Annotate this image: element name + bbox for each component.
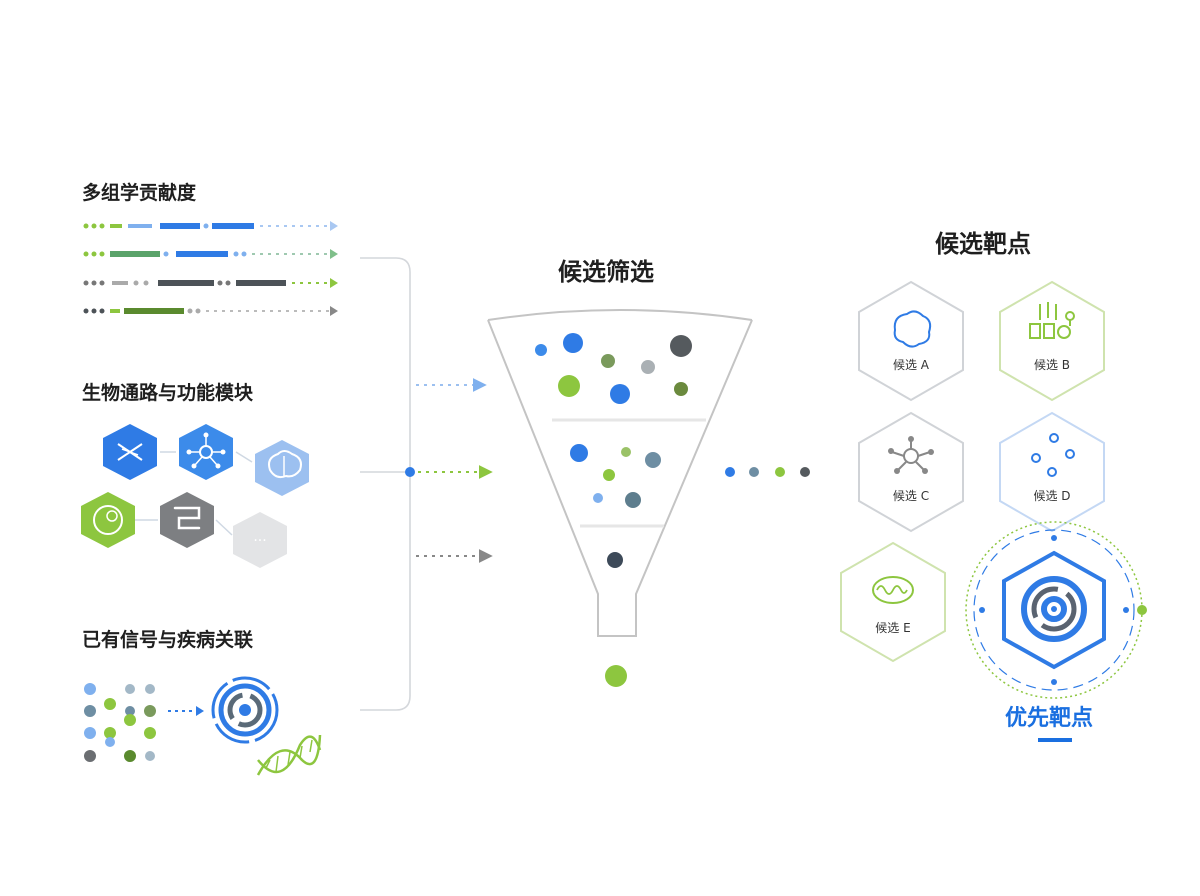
omics-bar-row-2 (83, 249, 338, 259)
omics-bar-row-4 (83, 306, 338, 316)
bracket-junction-dot (405, 467, 415, 477)
candidate-d[interactable]: 候选 D (999, 411, 1105, 533)
candidate-e[interactable]: 候选 E (840, 541, 946, 663)
screening-funnel (487, 309, 753, 687)
signal-disease-label: 已有信号与疾病关联 (82, 629, 254, 651)
candidate-b[interactable]: 候选 B (999, 280, 1105, 402)
mitochondria-icon (872, 576, 914, 604)
omics-contribution-label: 多组学贡献度 (82, 182, 197, 204)
candidate-c[interactable]: 候选 C (858, 411, 964, 533)
target-icon (1021, 576, 1087, 642)
brain-icon (893, 310, 932, 348)
pathway-hexagons: ··· (81, 424, 309, 568)
candidate-e-label: 候选 E (875, 621, 910, 635)
network-module-icon (179, 424, 233, 480)
signal-dot-grid (84, 683, 156, 762)
priority-target[interactable] (965, 521, 1147, 699)
dna-module-icon (103, 424, 157, 480)
priority-target-label: 优先靶点 (1005, 706, 1094, 731)
more-modules-text: ··· (253, 533, 266, 549)
cell-module-icon (81, 492, 135, 548)
funnel-title: 候选筛选 (558, 258, 654, 286)
dna-helix-icon (256, 734, 322, 776)
input-bracket (360, 257, 411, 711)
scatter-points-icon (1031, 433, 1075, 477)
lab-equipment-icon (1029, 302, 1075, 339)
candidate-d-label: 候选 D (1033, 489, 1070, 503)
targets-title: 候选靶点 (935, 230, 1031, 258)
omics-bar-row-1 (83, 221, 338, 231)
priority-underline (1038, 738, 1072, 742)
candidate-b-label: 候选 B (1034, 358, 1070, 372)
omics-bars (83, 221, 338, 316)
intestine-module-icon (160, 492, 214, 548)
brain-module-icon (255, 440, 309, 496)
candidate-a-label: 候选 A (893, 358, 930, 372)
pathway-module-label: 生物通路与功能模块 (82, 382, 254, 404)
candidate-c-label: 候选 C (893, 489, 929, 503)
signal-target-icon (211, 676, 279, 744)
omics-bar-row-3 (83, 278, 338, 288)
funnel-output-dots (725, 467, 810, 477)
candidate-a[interactable]: 候选 A (858, 280, 964, 402)
more-modules-icon: ··· (233, 512, 287, 568)
